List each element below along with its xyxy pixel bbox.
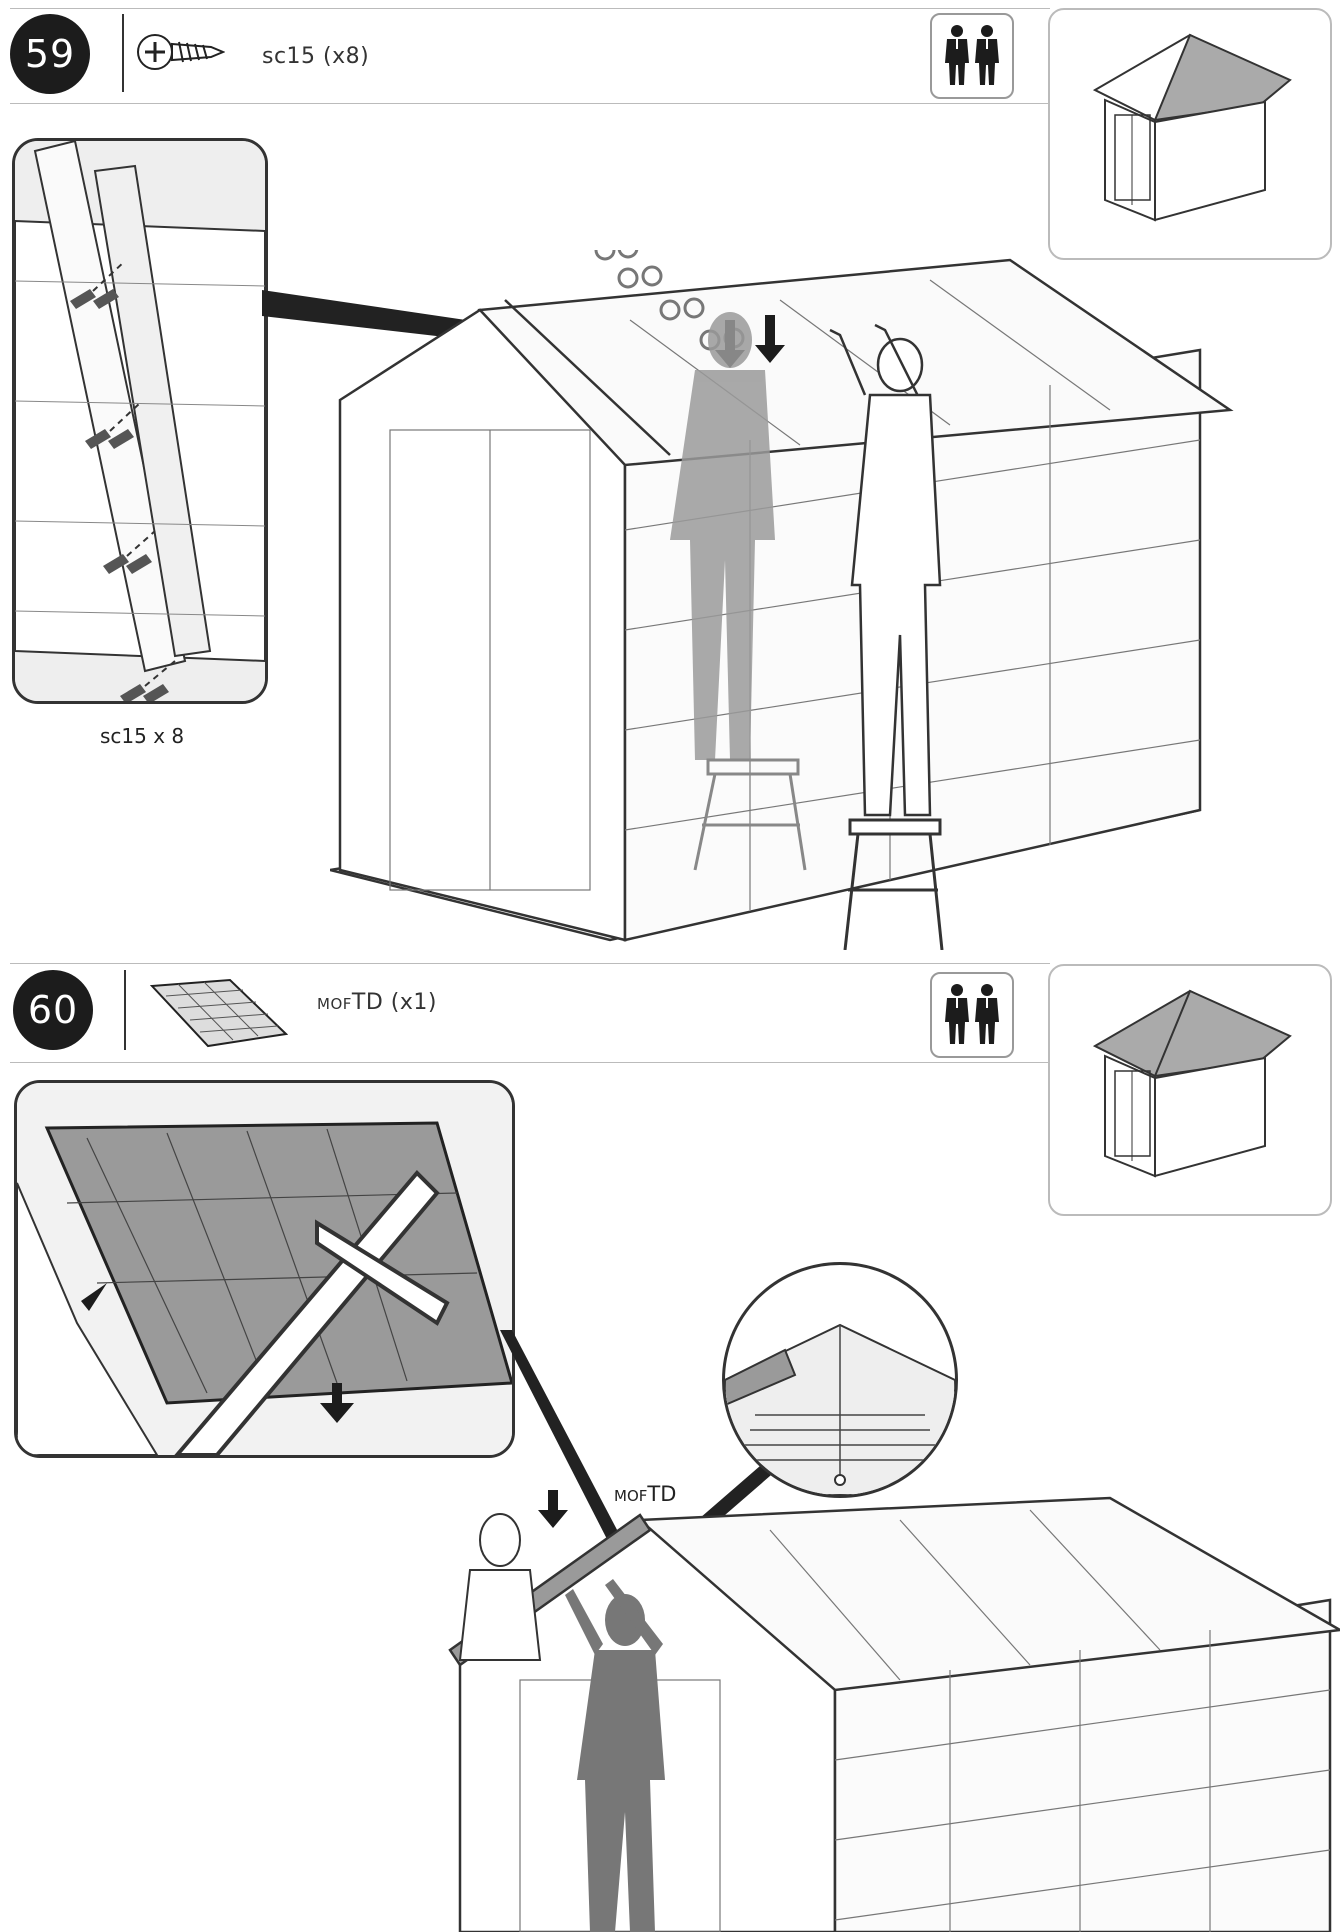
step-divider-rule [10,963,1050,964]
screw-icon [135,30,225,74]
ridge-zoom-detail [722,1262,958,1498]
step-number-badge: 60 [13,970,93,1050]
progress-thumbnail [1048,964,1332,1216]
shed-illustration-60 [448,1490,1340,1932]
header-rule [10,1062,1050,1063]
part-label: sc15 (x8) [262,44,370,69]
roof-panel-detail [14,1080,515,1458]
shed-illustration-59 [330,250,1234,950]
callout-beam [500,1330,625,1545]
detail-caption: sc15 x 8 [100,724,185,748]
header-rule [10,103,1050,104]
callout-label: MOFTD [614,1482,677,1506]
two-people-icon [930,972,1014,1058]
roof-panel-icon [148,978,288,1050]
screw-detail-panel [12,138,268,704]
step-number-badge: 59 [10,14,90,94]
progress-thumbnail [1048,8,1332,260]
header-divider [124,970,126,1050]
two-people-icon [930,13,1014,99]
header-divider [122,14,124,92]
top-rule [10,8,1050,9]
part-label: MOFTD (x1) [317,990,437,1015]
